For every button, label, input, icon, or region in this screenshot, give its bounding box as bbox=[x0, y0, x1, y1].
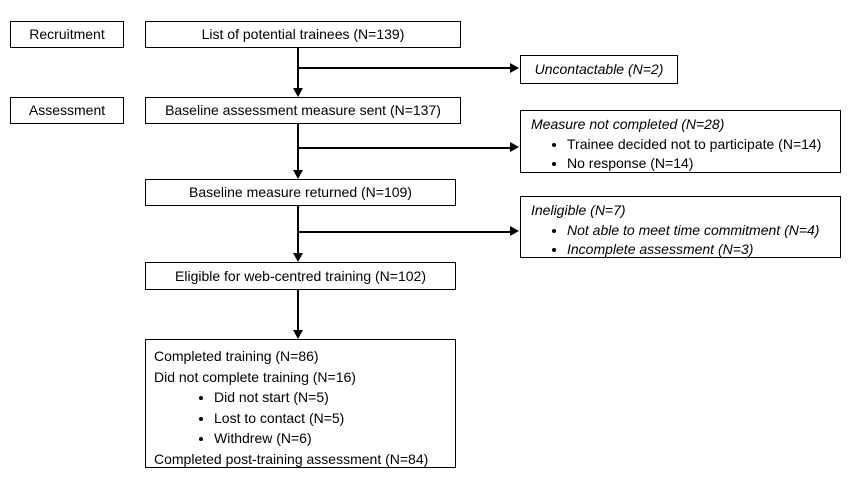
bullet-incomplete-assessment: Incomplete assessment (N=3) bbox=[567, 240, 834, 259]
outcome-bullet-did-not-start: Did not start (N=5) bbox=[214, 387, 447, 408]
box-baseline-sent-text: Baseline assessment measure sent (N=137) bbox=[165, 102, 441, 119]
outcome-bullet-list: Did not start (N=5) Lost to contact (N=5… bbox=[154, 387, 447, 449]
stage-label-recruitment-text: Recruitment bbox=[29, 26, 105, 43]
arrow-line-3 bbox=[297, 206, 299, 253]
box-potential-trainees-text: List of potential trainees (N=139) bbox=[201, 26, 405, 43]
ineligible-bullet-list: Not able to meet time commitment (N=4) I… bbox=[521, 221, 840, 263]
outcome-bullet-lost-contact: Lost to contact (N=5) bbox=[214, 408, 447, 429]
arrowhead-down-1 bbox=[293, 88, 303, 97]
branch-line-measure-not-completed bbox=[298, 147, 510, 149]
arrowhead-down-2 bbox=[293, 170, 303, 179]
arrow-line-4 bbox=[297, 290, 299, 330]
box-ineligible-title: Ineligible (N=7) bbox=[531, 202, 626, 218]
stage-label-recruitment: Recruitment bbox=[10, 21, 124, 48]
outcome-bullet-withdrew: Withdrew (N=6) bbox=[214, 428, 447, 449]
outcome-line-completed: Completed training (N=86) bbox=[154, 348, 319, 364]
arrowhead-down-3 bbox=[293, 253, 303, 262]
box-measure-not-completed: Measure not completed (N=28) Trainee dec… bbox=[520, 110, 841, 173]
box-uncontactable: Uncontactable (N=2) bbox=[520, 55, 678, 84]
box-baseline-returned-text: Baseline measure returned (N=109) bbox=[189, 184, 412, 201]
box-measure-not-completed-title: Measure not completed (N=28) bbox=[531, 116, 725, 132]
arrowhead-down-4 bbox=[293, 330, 303, 339]
arrowhead-right-uncontactable bbox=[510, 63, 519, 73]
branch-line-ineligible bbox=[298, 231, 510, 233]
outcome-line-not-completed: Did not complete training (N=16) bbox=[154, 368, 356, 385]
bullet-time-commitment: Not able to meet time commitment (N=4) bbox=[567, 221, 834, 240]
branch-line-uncontactable bbox=[298, 67, 510, 69]
arrowhead-right-ineligible bbox=[510, 226, 519, 236]
stage-label-assessment-text: Assessment bbox=[28, 102, 106, 119]
box-baseline-sent: Baseline assessment measure sent (N=137) bbox=[145, 97, 461, 124]
bullet-decided-not-participate: Trainee decided not to participate (N=14… bbox=[567, 135, 834, 154]
measure-not-completed-bullet-list: Trainee decided not to participate (N=14… bbox=[521, 135, 840, 177]
box-eligible-training-text: Eligible for web-centred training (N=102… bbox=[175, 267, 426, 284]
outcome-line-post-training: Completed post-training assessment (N=84… bbox=[154, 450, 429, 467]
bullet-no-response: No response (N=14) bbox=[567, 154, 834, 173]
box-ineligible: Ineligible (N=7) Not able to meet time c… bbox=[520, 196, 841, 258]
stage-label-assessment: Assessment bbox=[10, 97, 124, 124]
arrowhead-right-measure-not-completed bbox=[510, 142, 519, 152]
box-training-outcomes: Completed training (N=86) Did not comple… bbox=[145, 339, 456, 468]
box-baseline-returned: Baseline measure returned (N=109) bbox=[145, 179, 456, 206]
box-eligible-training: Eligible for web-centred training (N=102… bbox=[145, 262, 456, 290]
box-uncontactable-text: Uncontactable (N=2) bbox=[534, 61, 664, 78]
box-potential-trainees: List of potential trainees (N=139) bbox=[145, 21, 461, 48]
